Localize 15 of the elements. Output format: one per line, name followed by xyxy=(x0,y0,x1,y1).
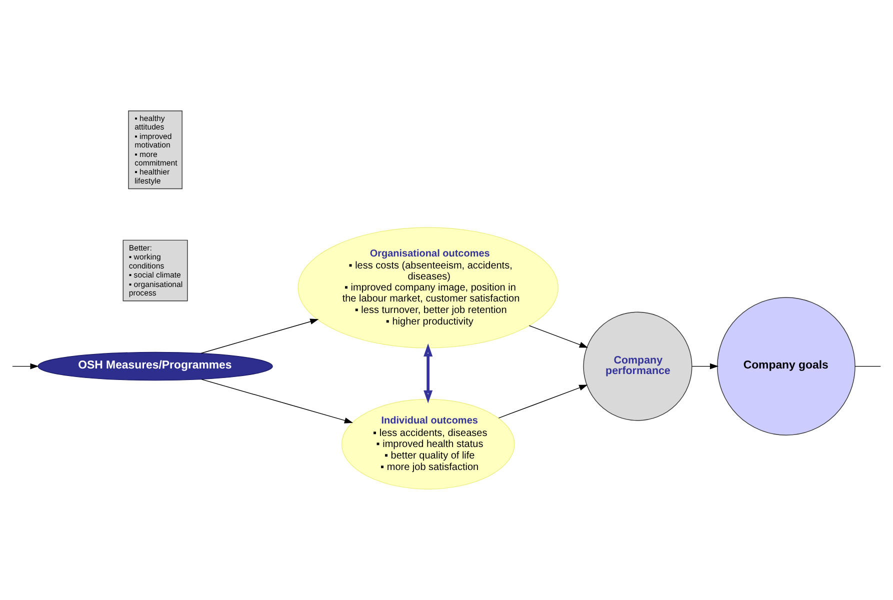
node-box: Better: ▪ working conditions ▪ social climate ▪ organisational process xyxy=(122,240,188,302)
node-circle: Company performance xyxy=(583,312,692,421)
node-box: ▪ healthy attitudes ▪ improved motivation ▪ more commitment ▪ healthier lifestyle xyxy=(128,110,182,190)
arrow xyxy=(424,344,433,404)
arrow xyxy=(12,363,39,370)
arrow xyxy=(692,363,719,370)
arrow xyxy=(200,318,319,354)
arrow xyxy=(201,378,354,424)
node-circle: Company goals xyxy=(717,297,856,436)
connector xyxy=(854,366,881,367)
node-ellipse: Individual outcomes ▪ less accidents, diseases ▪ improved health status ▪ better quality of life ▪ more job satisfaction xyxy=(341,398,515,490)
arrow xyxy=(528,325,588,348)
node-ellipse: Organisational outcomes ▪ less costs (absenteeism, accidents, diseases) ▪ improved company image, position in the labour market, customer satisfaction ▪ less turnover, better job retention ▪ higher productivity xyxy=(298,227,558,348)
node-ellipse: OSH Measures/Programmes xyxy=(38,352,273,381)
arrow xyxy=(498,384,588,418)
